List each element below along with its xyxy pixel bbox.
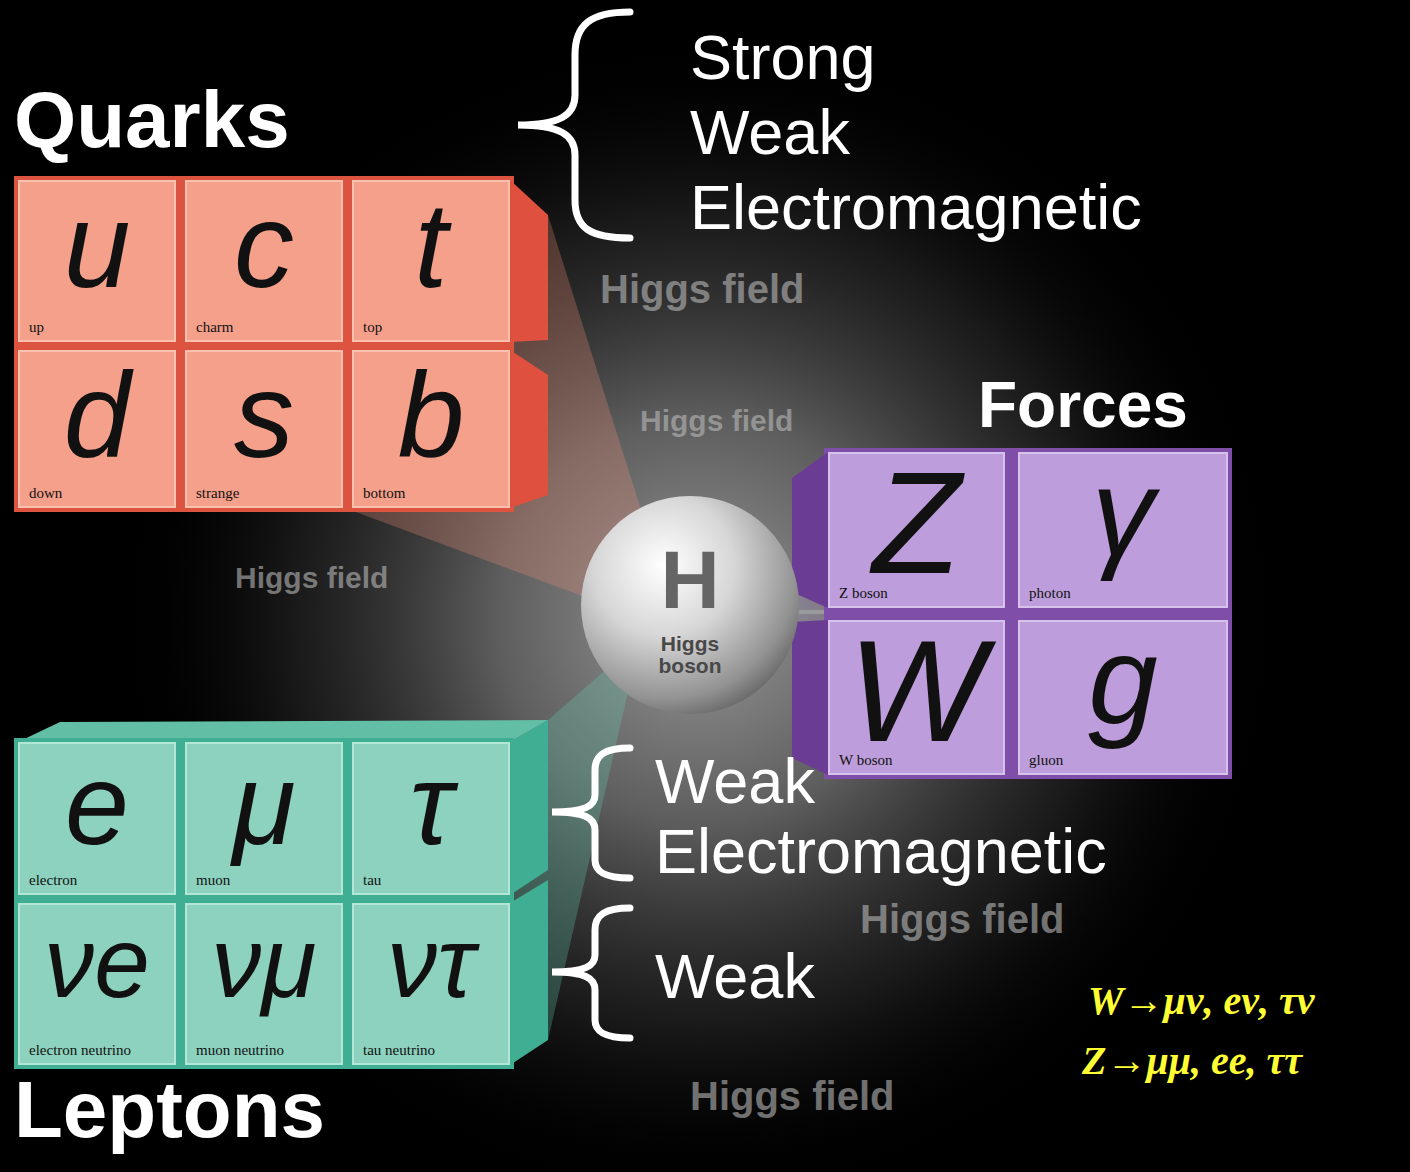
particle-symbol: g [1088,608,1158,752]
group-heading: Leptons [14,1068,325,1152]
particle-name: Z boson [839,585,888,602]
particle-symbol: s [234,346,294,484]
force-label: Weak [655,943,815,1009]
quark-block-edge [14,176,514,512]
watermark: Higgs field [860,898,1064,940]
particle-symbol: b [398,346,465,484]
particle-name: muon [196,872,230,889]
particle-name: muon neutrino [196,1042,284,1059]
particle-box: uup [18,180,176,342]
watermark: Higgs field [600,268,804,310]
particle-symbol: t [414,176,447,314]
cube-side [510,720,548,895]
group-heading: Quarks [14,78,290,162]
cube-side [510,880,548,1065]
particle-symbol: γ [1092,440,1155,584]
watermark: Higgs field [640,405,793,437]
particle-name: tau neutrino [363,1042,435,1059]
cube-side [792,452,828,608]
particle-symbol: τ [409,738,452,870]
particle-symbol: μ [232,738,295,870]
force-label: Electromagnetic [690,174,1142,240]
force-label: Weak [655,748,815,814]
decay-note: W→μν, eν, τν [1088,980,1315,1022]
particle-symbol: νμ [212,905,317,1020]
higgs-symbol: H [660,539,719,621]
higgs-name: Higgs boson [638,633,742,677]
particle-box: τtau [352,742,510,895]
particle-box: ggluon [1018,620,1228,775]
particle-name: strange [196,485,239,502]
brace [552,748,630,878]
particle-box: sstrange [185,350,343,508]
particle-box: WW boson [828,620,1005,775]
brace [552,908,630,1038]
particle-symbol: ντ [387,905,474,1020]
particle-symbol: u [64,176,131,314]
particle-box: ddown [18,350,176,508]
group-heading: Forces [978,372,1188,439]
watermark: Higgs field [235,562,388,594]
particle-symbol: νe [44,905,150,1020]
sphere-body [581,496,799,714]
particle-box: ttop [352,180,510,342]
particle-name: W boson [839,752,892,769]
lepton-beam [345,640,640,1065]
particle-name: top [363,319,382,336]
particle-name: down [29,485,62,502]
force-label: Strong [690,24,876,90]
particle-symbol: c [234,176,294,314]
lepton-block-edge [14,738,514,1069]
cube-side [510,350,548,508]
particle-box: ccharm [185,180,343,342]
decay-note: Z→μμ, ee, ττ [1082,1040,1302,1082]
particle-name: bottom [363,485,406,502]
particle-box: bbottom [352,350,510,508]
particle-box: ντ tau neutrino [352,903,510,1065]
particle-box: μmuon [185,742,343,895]
cube-side [510,180,548,342]
higgs-sphere: H Higgs boson [580,495,800,715]
particle-symbol: e [65,738,129,870]
particle-symbol: Z [872,440,961,607]
particle-name: electron neutrino [29,1042,131,1059]
watermark: Higgs field [690,1075,894,1117]
particle-name: photon [1029,585,1071,602]
force-label: Electromagnetic [655,818,1107,884]
particle-name: tau [363,872,381,889]
particle-box: ZZ boson [828,452,1005,608]
particle-name: up [29,319,44,336]
particle-symbol: d [64,346,131,484]
force-label: Weak [690,99,850,165]
particle-box: νe electron neutrino [18,903,176,1065]
particle-symbol: W [848,608,985,775]
particle-name: charm [196,319,233,336]
particle-name: electron [29,872,77,889]
particle-box: eelectron [18,742,176,895]
particle-box: γphoton [1018,452,1228,608]
particle-box: νμ muon neutrino [185,903,343,1065]
brace [518,12,630,238]
particle-name: gluon [1029,752,1063,769]
